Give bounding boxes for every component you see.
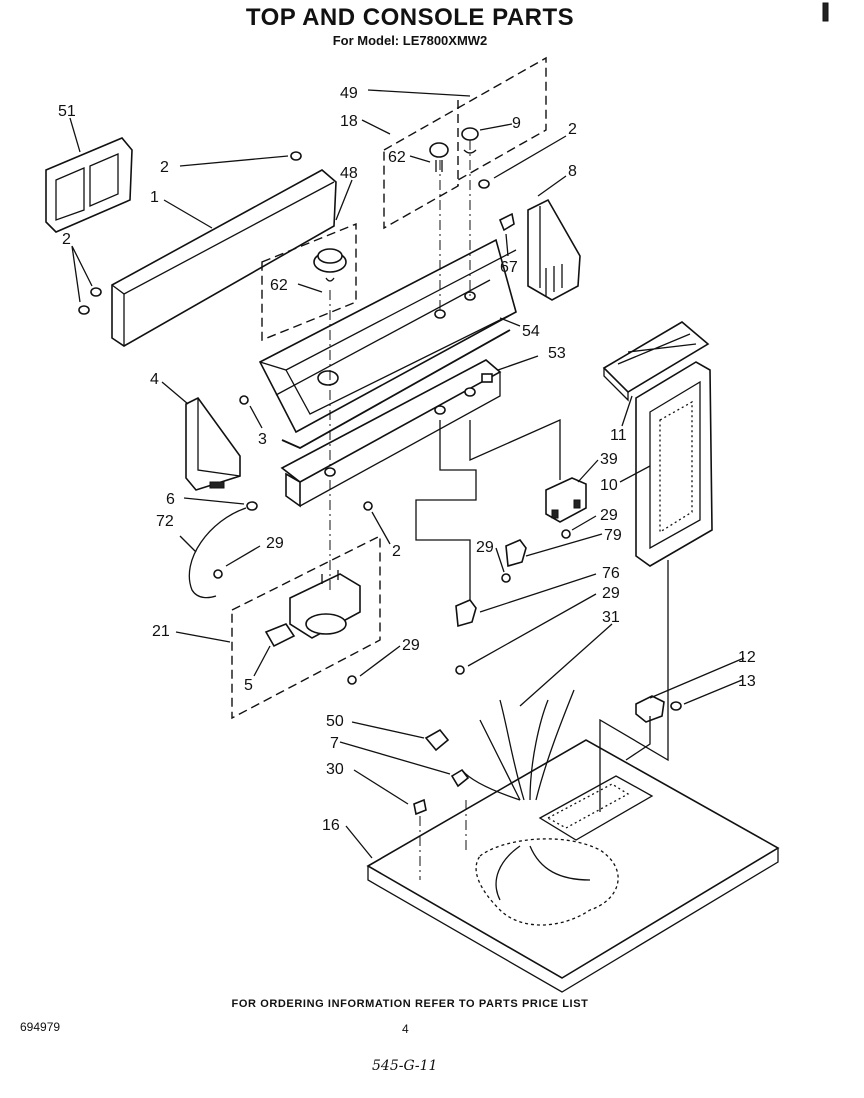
callout: 16 [322,817,340,834]
callout: 2 [62,231,71,248]
part-13-screw [670,701,682,711]
page-title: TOP AND CONSOLE PARTS [245,4,575,31]
callout: 1 [150,189,159,206]
callout-labels: 51 2 1 48 2 62 49 18 9 2 62 8 67 4 3 54 … [58,85,756,834]
callout: 2 [160,159,169,176]
callout: 79 [604,527,622,544]
callout: 30 [326,761,344,778]
callout: 3 [258,431,267,448]
reference-number: 694979 [20,1020,61,1034]
callout: 5 [244,677,253,694]
part-12-clip [635,695,665,723]
callout: 29 [602,585,620,602]
callout: 4 [150,371,159,388]
callout: 54 [522,323,540,340]
callout: 76 [602,565,620,582]
part-79-block [505,539,527,568]
callout: 21 [152,623,170,640]
callout: 29 [402,637,420,654]
callout: 50 [326,713,344,730]
part-1-back-panel [111,169,337,347]
callout: 10 [600,477,618,494]
part-49-18-group [383,56,547,230]
callout: 18 [340,113,358,130]
part-10-filter-housing [635,361,713,567]
callout: 11 [610,427,627,444]
callout: 12 [738,649,756,666]
callout: 51 [58,103,76,120]
part-7-clip [450,768,470,788]
part-50-grommet [424,728,450,752]
model-subtitle: For Model: LE7800XMW2 [332,33,488,48]
part-30-clip [413,798,427,816]
ordering-note: FOR ORDERING INFORMATION REFER TO PARTS … [231,998,589,1010]
part-39-switch [545,477,587,523]
corner-mark [822,2,829,22]
callout: 2 [392,543,401,560]
callout: 6 [166,491,175,508]
callout: 7 [330,735,339,752]
callout: 9 [512,115,521,132]
callout: 53 [548,345,566,362]
callout: 62 [388,149,406,166]
part-16-top-panel [366,739,780,993]
part-51-bracket [45,137,133,233]
part-72-wire [188,507,247,599]
part-53-base-rail [280,359,502,508]
callout: 72 [156,513,174,530]
callout: 31 [602,609,620,626]
part-21-timer-group [231,534,381,720]
part-48-group [261,222,357,342]
part-11-lid [602,321,710,402]
screws [78,151,571,685]
callout: 29 [266,535,284,552]
part-67-clip [498,212,515,232]
part-31-wire-bundle [461,689,591,901]
callout: 8 [568,163,577,180]
callout: 48 [340,165,358,182]
callout: 29 [476,539,494,556]
handwritten-note: 545-G-11 [372,1058,438,1074]
callout: 62 [270,277,288,294]
callout: 39 [600,451,618,468]
leader-lines [69,89,745,859]
part-4-end-cap [185,396,241,491]
callout: 13 [738,673,756,690]
part-76-block [455,599,477,628]
page-number: 4 [402,1022,409,1036]
callout: 49 [340,85,358,102]
part-8-bracket [527,198,581,301]
callout: 2 [568,121,577,138]
callout: 29 [600,507,618,524]
callout: 67 [500,259,518,276]
